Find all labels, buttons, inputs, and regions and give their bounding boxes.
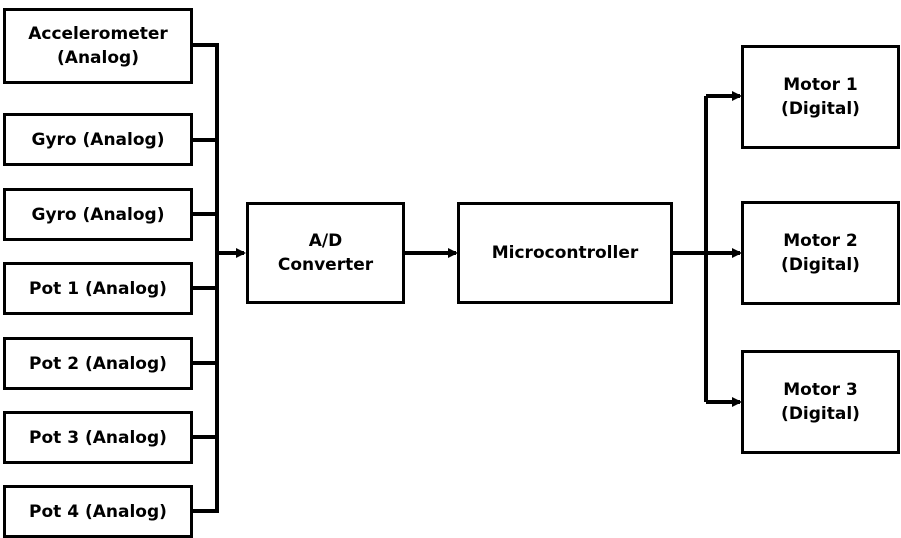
input-box-gyro-2: Gyro (Analog) <box>3 188 193 241</box>
box-label-line: (Analog) <box>57 48 139 68</box>
box-label-line: Pot 3 (Analog) <box>29 427 167 448</box>
box-label-line: Microcontroller <box>491 243 639 263</box>
box-label-line: Gyro (Analog) <box>31 204 165 225</box>
input-box-pot-4: Pot 4 (Analog) <box>3 485 193 538</box>
input-box-pot-3: Pot 3 (Analog) <box>3 411 193 464</box>
box-label-line: Pot 2 (Analog) <box>29 353 167 374</box>
box-label-line: Pot 4 (Analog) <box>29 501 167 522</box>
box-label-line: Motor 2 <box>783 231 858 251</box>
box-label-line: (Digital) <box>781 404 860 424</box>
box-label-line: (Digital) <box>781 99 860 119</box>
box-label-line: Accelerometer <box>28 24 168 44</box>
box-label-line: Pot 1 (Analog) <box>29 278 167 299</box>
box-label-line: A/D <box>308 231 343 251</box>
input-box-accelerometer: Accelerometer (Analog) <box>3 8 193 84</box>
output-box-motor-2: Motor 2 (Digital) <box>741 201 900 305</box>
microcontroller-box: Microcontroller <box>457 202 673 304</box>
box-label-line: (Digital) <box>781 255 860 275</box>
input-box-gyro-1: Gyro (Analog) <box>3 113 193 166</box>
ad-converter-box: A/D Converter <box>246 202 405 304</box>
input-box-pot-1: Pot 1 (Analog) <box>3 262 193 315</box>
box-label-line: Gyro (Analog) <box>31 129 165 150</box>
output-box-motor-3: Motor 3 (Digital) <box>741 350 900 454</box>
input-box-pot-2: Pot 2 (Analog) <box>3 337 193 390</box>
box-label-line: Motor 3 <box>783 380 858 400</box>
output-box-motor-1: Motor 1 (Digital) <box>741 45 900 149</box>
box-label-line: Motor 1 <box>783 75 858 95</box>
box-label-line: Converter <box>277 255 374 275</box>
